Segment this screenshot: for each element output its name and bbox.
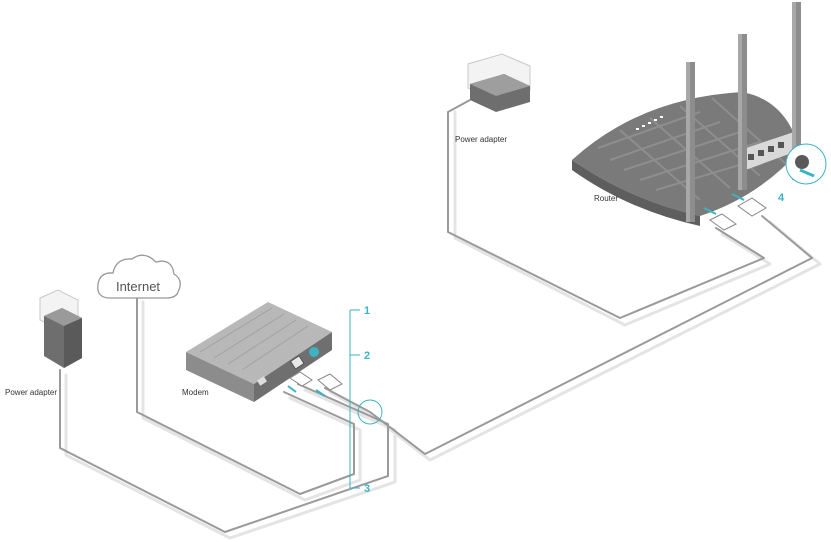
step-1-label: 1: [364, 305, 370, 317]
left-power-adapter: Power adapter: [5, 289, 82, 397]
step-3-label: 3: [364, 483, 370, 495]
router-antenna: [686, 62, 695, 222]
step-2-label: 2: [364, 350, 370, 362]
power-adapter-left-label: Power adapter: [5, 388, 57, 397]
modem-power-port: [309, 347, 319, 357]
internet-label: Internet: [116, 279, 160, 294]
router-power-zoom: [785, 143, 827, 185]
power-adapter-right-label: Power adapter: [455, 135, 507, 144]
modem-plugs: [287, 371, 343, 397]
step-bracket-left: [349, 309, 383, 489]
router-device: Router: [572, 2, 801, 226]
step-4-label: 4: [778, 192, 785, 204]
router-label: Router: [594, 194, 618, 203]
modem-lan-port: [290, 355, 305, 370]
modem-device: Modem: [182, 302, 332, 402]
cloud-icon: [97, 254, 181, 299]
router-power-cable: [447, 99, 765, 319]
router-antenna: [792, 2, 801, 180]
arrow-icon: [315, 389, 326, 397]
router-plugs: [703, 193, 767, 231]
modem-power-cable: [59, 369, 389, 533]
arrow-icon: [703, 207, 717, 215]
ethernet-cable: [324, 215, 813, 455]
internet-cloud: Internet: [97, 254, 181, 299]
cables: [59, 99, 813, 533]
cable-shadows: [64, 110, 822, 540]
arrow-icon: [731, 193, 745, 201]
arrow-icon: [287, 385, 297, 393]
right-power-adapter: Power adapter: [455, 53, 531, 144]
router-antenna: [738, 34, 747, 190]
modem-label: Modem: [182, 388, 209, 397]
internet-cable: [136, 297, 355, 495]
arrow-icon: [799, 168, 815, 178]
